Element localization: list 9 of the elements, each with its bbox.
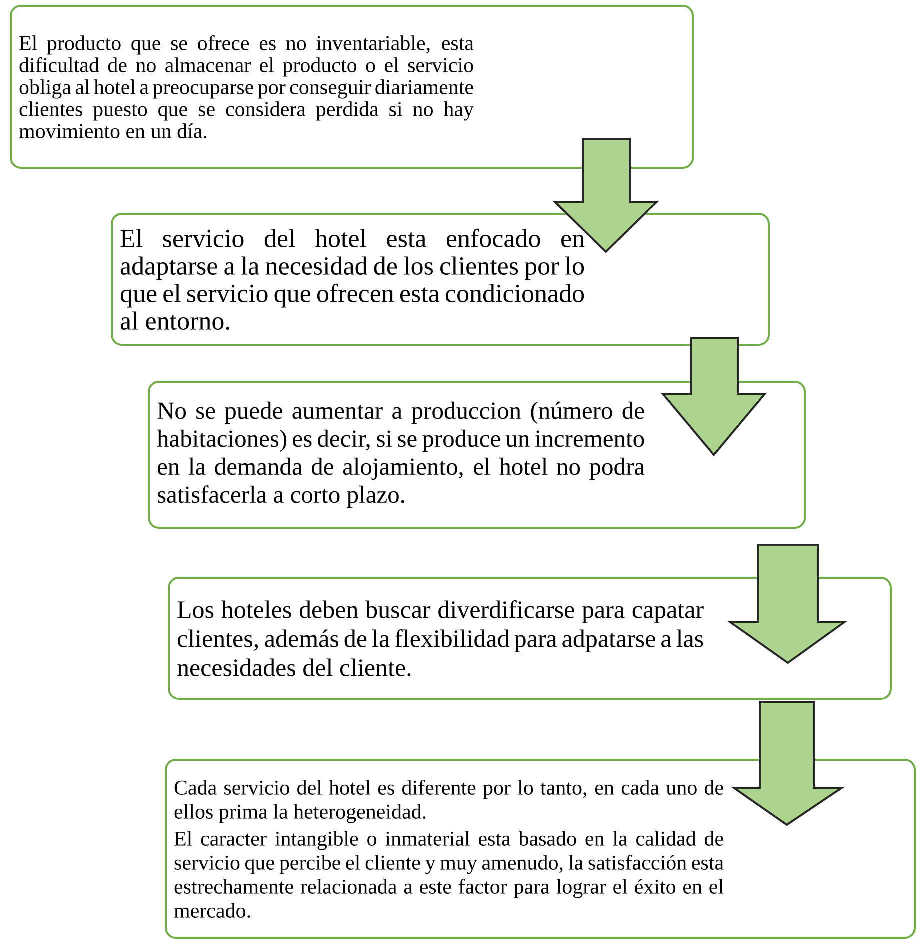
block-arrow [730, 701, 846, 826]
process-box: Los hoteles deben buscar diverdificarse para capatar clientes, además de la flexibilidad para adpatarse a las necesidades del cliente. [168, 577, 892, 700]
process-box: No se puede aumentar a produccion (número de habitaciones) es decir, si se produce un incremento en la demanda de alojamiento, el hotel no podra satisfacerla a corto plazo. [148, 381, 806, 529]
process-box: Cada servicio del hotel es diferente por lo tanto, en cada uno de ellos prima la heterogeneidad. El caracter intangible o inmaterial esta basado en la calidad de servicio que percibe el cliente y muy amenudo, la satisfacción esta estrechamente relacionada a este factor para lograr el éxito en el mercado. [165, 759, 916, 939]
block-arrow [552, 138, 660, 254]
block-arrow [726, 544, 848, 664]
block-arrow [660, 337, 768, 457]
process-box: El servicio del hotel esta enfocado en adaptarse a la necesidad de los clientes por lo que el servicio que ofrecen esta condicionado al entorno. [111, 213, 770, 346]
process-box: El producto que se ofrece es no inventariable, esta dificultad de no almacenar el producto o el servicio obliga al hotel a preocuparse por conseguir diariamente clientes puesto que se considera perdida si no hay movimiento en un día. [10, 5, 694, 169]
